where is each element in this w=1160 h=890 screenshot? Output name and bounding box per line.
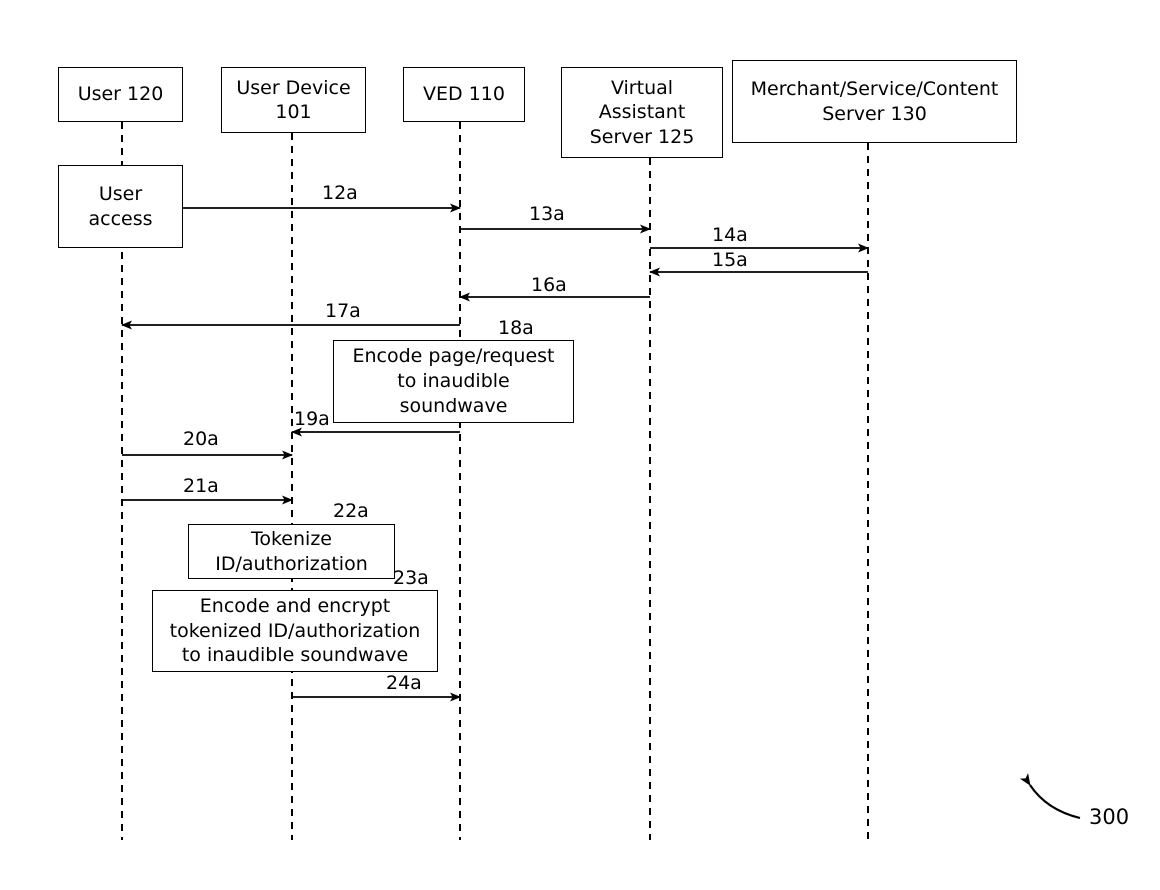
process-box-encode-and-encrypt: Encode and encrypt tokenized ID/authoriz…: [152, 590, 438, 672]
lifeline-header-user-device-label: User Device 101: [236, 76, 351, 123]
message-label-15a: 15a: [712, 249, 748, 271]
figure-callout-arrow: [1019, 773, 1081, 820]
lifeline-header-ved-label: VED 110: [423, 83, 505, 106]
process-box-user-access-label: User access: [88, 182, 153, 230]
process-box-tag-22a: 22a: [333, 500, 369, 522]
process-box-encode-and-encrypt-label: Encode and encrypt tokenized ID/authoriz…: [169, 594, 421, 667]
message-label-13a: 13a: [529, 203, 565, 225]
figure-number: 300: [1089, 805, 1130, 829]
process-box-user-access: User access: [58, 165, 183, 248]
process-box-tag-23a: 23a: [393, 567, 429, 589]
lifeline-header-user-device: User Device 101: [221, 67, 366, 133]
message-label-19a: 19a: [294, 408, 330, 430]
message-label-16a: 16a: [531, 274, 567, 296]
message-label-14a: 14a: [712, 224, 748, 246]
lifeline-header-user-label: User 120: [77, 83, 164, 106]
message-label-17a: 17a: [325, 300, 361, 322]
message-label-12a: 12a: [322, 182, 358, 204]
lifeline-header-virtual-assistant-server: Virtual Assistant Server 125: [561, 67, 723, 158]
message-label-24a: 24a: [386, 672, 422, 694]
process-box-encode-page-request: Encode page/request to inaudible soundwa…: [333, 340, 574, 423]
messages-group: [121, 203, 869, 702]
lifeline-header-ved: VED 110: [403, 67, 525, 122]
process-box-tokenize-label: Tokenize ID/authorization: [215, 527, 368, 575]
message-label-20a: 20a: [183, 428, 219, 450]
message-label-21a: 21a: [183, 475, 219, 497]
lifeline-header-user: User 120: [58, 67, 183, 122]
process-box-tag-18a: 18a: [498, 317, 534, 339]
lifeline-header-merchant-server-label: Merchant/Service/Content Server 130: [750, 78, 999, 125]
process-box-tokenize: Tokenize ID/authorization: [188, 524, 395, 579]
process-box-encode-page-request-label: Encode page/request to inaudible soundwa…: [352, 345, 555, 417]
lifeline-header-merchant-server: Merchant/Service/Content Server 130: [732, 60, 1017, 143]
lifeline-header-virtual-assistant-server-label: Virtual Assistant Server 125: [589, 77, 695, 148]
